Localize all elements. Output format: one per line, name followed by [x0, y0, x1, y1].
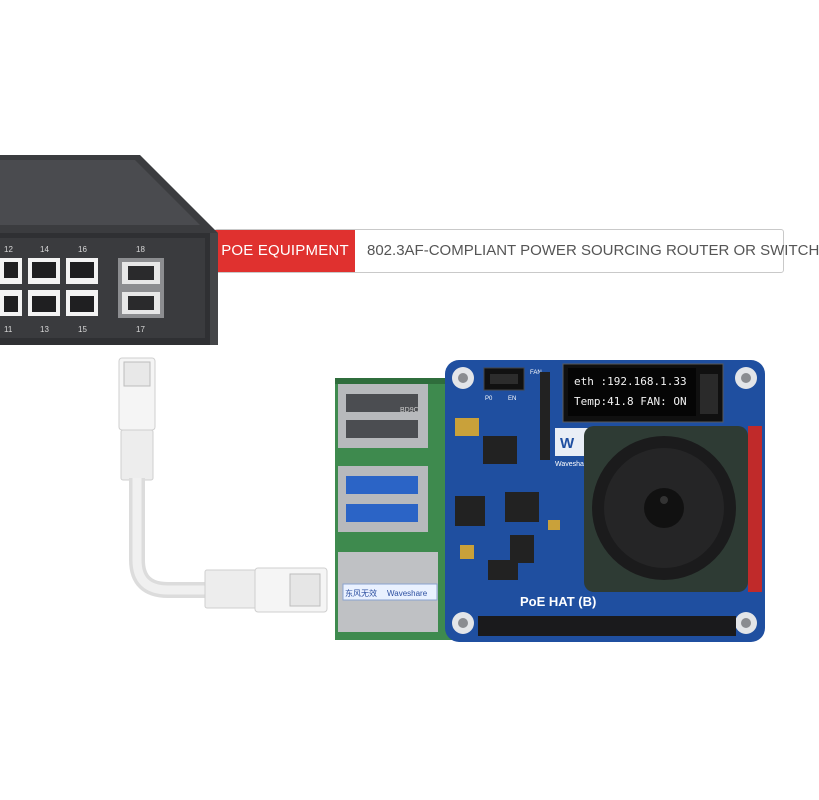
callout-description: 802.3AF-COMPLIANT POWER SOURCING ROUTER … [367, 242, 819, 259]
eth-sticker-right: Waveshare [387, 589, 428, 598]
poe-switch: 12 14 16 18 11 13 15 17 [0, 155, 218, 345]
switch-ports [0, 258, 164, 318]
port-number-13: 13 [40, 325, 49, 334]
port-number-15: 15 [78, 325, 87, 334]
eth-sticker-left: 东风无效 [345, 588, 377, 598]
raspberry-pi-board: BD9C 东风无效 Waveshare [335, 378, 455, 640]
port-number-16: 16 [78, 245, 87, 254]
hat-label: PoE HAT (B) [520, 594, 596, 609]
ethernet-cable [118, 357, 328, 613]
switch-label-en: EN [508, 396, 516, 402]
brand-label: Waveshare [555, 461, 590, 468]
switch-label-p0: P0 [485, 396, 493, 402]
oled-line-ip: eth :192.168.1.33 [574, 375, 687, 388]
cooling-fan-icon [584, 426, 762, 592]
port-number-18: 18 [136, 245, 145, 254]
mounting-hole-icon [452, 367, 757, 634]
port-number-14: 14 [40, 245, 49, 254]
port-number-12: 12 [4, 245, 13, 254]
poe-equipment-callout: POE EQUIPMENT 802.3AF-COMPLIANT POWER SO… [214, 229, 819, 273]
oled-line-temp: Temp:41.8 FAN: ON [574, 395, 687, 408]
port-number-11: 11 [4, 325, 13, 334]
waveshare-logo-icon: W [560, 435, 575, 452]
callout-tag: POE EQUIPMENT [215, 230, 355, 272]
port-number-17: 17 [136, 325, 145, 334]
fan-label: FAN [530, 370, 542, 376]
poe-hat-board: P0 EN FAN eth :192.168.1.33 Temp:41.8 FA… [445, 360, 765, 642]
usb-label: BD9C [400, 407, 419, 414]
product-illustration: 12 14 16 18 11 13 15 17 BD9C 东风无效 W [0, 155, 765, 642]
